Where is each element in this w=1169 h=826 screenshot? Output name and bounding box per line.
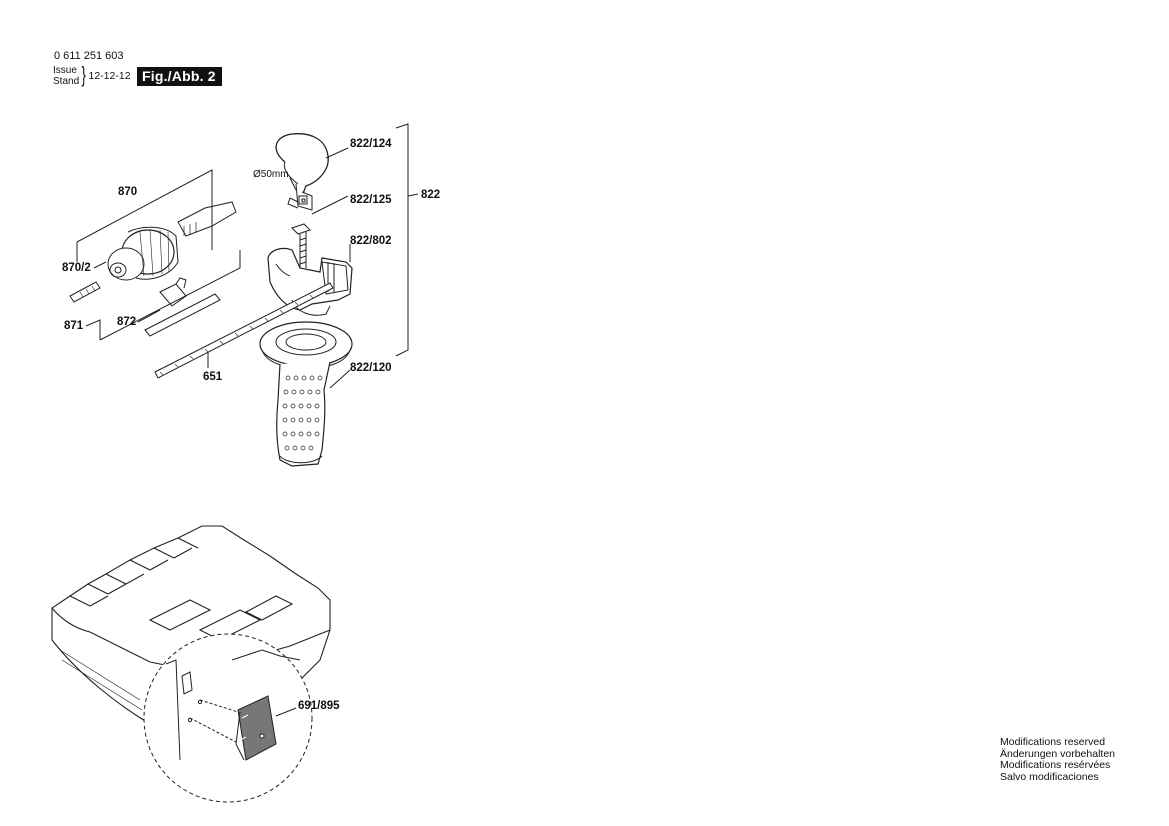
callout-leader-lines: [76, 123, 419, 389]
callout-822-802: 822/802: [350, 235, 392, 247]
issue-label: Issue: [53, 65, 77, 76]
brace-glyph: }: [81, 62, 87, 87]
chuck-screw-870-2: [69, 281, 101, 303]
issue-date: 12-12-12: [88, 70, 131, 82]
handle-grip-822-120: [259, 321, 353, 467]
callout-822-125: 822/125: [350, 194, 392, 206]
drill-chuck-870: [107, 201, 237, 281]
callout-822-124: 822/124: [350, 138, 392, 150]
notice-line-en: Modifications reserved: [1000, 736, 1106, 748]
callout-822: 822: [421, 189, 440, 201]
figure-badge: Fig./Abb. 2: [137, 67, 222, 86]
diameter-label: Ø50mm: [253, 169, 289, 180]
callout-872: 872: [117, 316, 136, 328]
chuck-key-871: [159, 277, 187, 307]
issue-date-block: Issue Stand }12-12-12: [53, 62, 131, 88]
clamp-band-822-124: [275, 133, 329, 211]
modifications-notice: Modifications reserved Änderungen vorbeh…: [1000, 736, 1116, 783]
issue-labels: Issue Stand: [53, 65, 79, 87]
callout-691-895: 691/895: [298, 700, 340, 712]
callout-871: 871: [64, 320, 84, 332]
depth-rod-651: [154, 282, 334, 379]
wing-screw-822-125: [291, 223, 311, 268]
callout-822-120: 822/120: [350, 362, 392, 374]
stand-label: Stand: [53, 76, 80, 87]
notice-line-fr: Modifications resérvées: [1000, 759, 1111, 771]
handle-clamp-head-822-802: [267, 247, 353, 316]
label-plate-691-895: [235, 695, 297, 761]
callout-651: 651: [203, 371, 223, 383]
detail-magnifier-circle: [143, 633, 313, 803]
notice-line-de: Änderungen vorbehalten: [1000, 747, 1116, 760]
callout-870: 870: [118, 186, 137, 198]
callout-870-2: 870/2: [62, 262, 91, 274]
part-number: 0 611 251 603: [54, 50, 124, 62]
notice-line-es: Salvo modificaciones: [1000, 770, 1099, 783]
chuck-key-bar-872: [144, 293, 221, 337]
